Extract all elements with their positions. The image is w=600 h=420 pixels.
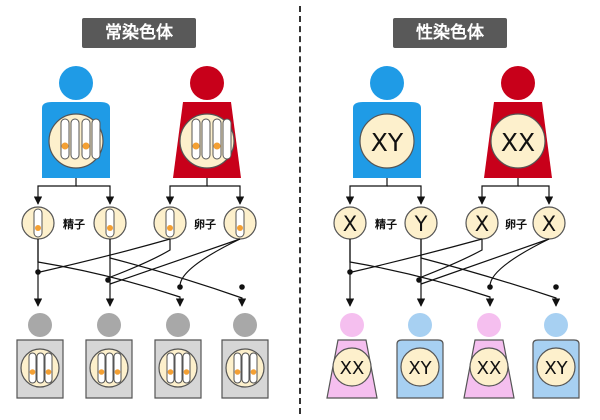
sperm-x-label: X — [343, 212, 357, 236]
father-head — [59, 66, 93, 100]
sperm-label-left: 精子 — [63, 217, 85, 231]
egg-label-left: 卵子 — [194, 217, 216, 231]
gamete-to-child-lines — [33, 238, 247, 307]
sperm-label-right: 精子 — [375, 217, 397, 231]
child-1-female: XX — [326, 313, 378, 399]
egg-x2-label: X — [542, 212, 556, 236]
child-4-autosome — [221, 313, 269, 399]
mother-chromosome-pair-2 — [212, 118, 232, 160]
father-figure — [42, 66, 110, 178]
sperm-cell-1 — [21, 206, 55, 240]
parent-to-gamete-arrows — [33, 178, 245, 205]
mother-chromosomes-label: XX — [501, 128, 535, 157]
autosome-title: 常染色体 — [82, 18, 196, 48]
mother-head-sex — [501, 66, 535, 100]
sperm-y-label: Y — [414, 212, 428, 236]
father-head-sex — [370, 66, 404, 100]
child-2-autosome — [85, 313, 133, 399]
mother-figure-sex: XX — [484, 66, 552, 178]
father-chromosomes-label: XY — [371, 128, 404, 157]
egg-label-right: 卵子 — [505, 217, 527, 231]
egg-cell-1 — [153, 206, 187, 240]
father-chromosome-pair-1 — [60, 118, 80, 160]
child-2-chromosomes: XY — [408, 358, 432, 379]
sperm-cell-2 — [93, 206, 127, 240]
gamete-to-child-lines-sex — [345, 238, 561, 307]
sex-chromosome-title: 性染色体 — [393, 18, 507, 48]
mother-nucleus-sex — [490, 113, 546, 169]
autosome-panel: 精子 卵子 — [16, 66, 269, 399]
mother-figure — [173, 66, 241, 178]
father-chromosome-pair-2 — [81, 118, 101, 160]
child-3-chromosomes: XX — [477, 358, 502, 379]
egg-x1-label: X — [475, 212, 489, 236]
child-3-autosome — [154, 313, 202, 399]
sex-chromosome-panel: XY XX X Y — [326, 66, 580, 399]
father-figure-sex: XY — [353, 66, 421, 178]
sperm-cell-x: X — [333, 206, 367, 240]
mother-chromosome-pair-1 — [191, 118, 211, 160]
child-1-chromosomes: XX — [340, 358, 365, 379]
panel-divider — [299, 6, 301, 414]
father-nucleus-sex — [359, 113, 415, 169]
egg-cell-2 — [223, 206, 257, 240]
egg-cell-x-1: X — [465, 206, 499, 240]
sperm-cell-y: Y — [404, 206, 438, 240]
child-3-female: XX — [463, 313, 515, 399]
child-1-autosome — [16, 313, 64, 399]
child-4-chromosomes: XY — [544, 358, 568, 379]
child-2-male: XY — [396, 313, 444, 399]
parent-to-gamete-arrows-sex — [345, 178, 554, 205]
egg-cell-x-2: X — [532, 206, 566, 240]
mother-head — [190, 66, 224, 100]
child-4-male: XY — [532, 313, 580, 399]
